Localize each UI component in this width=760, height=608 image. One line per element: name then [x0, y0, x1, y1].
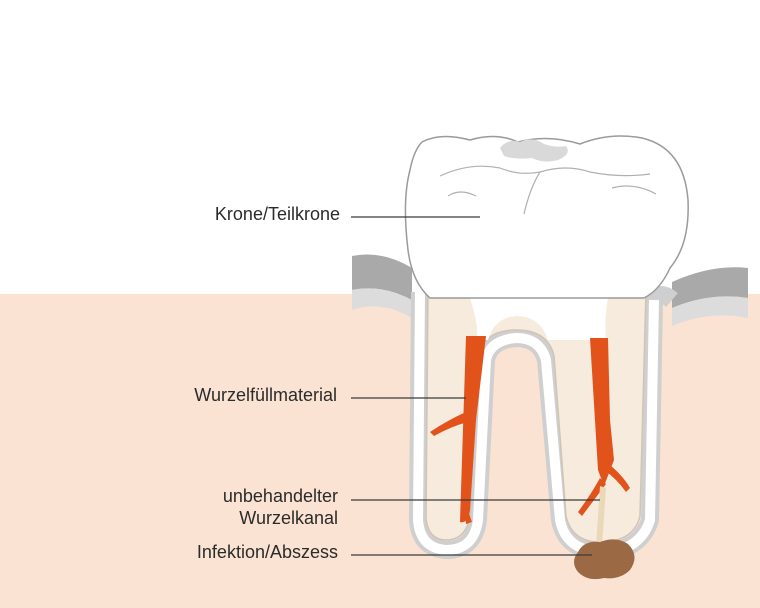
- abscess: [574, 539, 635, 580]
- crown: [404, 135, 689, 299]
- label-untreated-line1: unbehandelter: [222, 486, 338, 506]
- crown-detail-2: [523, 171, 541, 215]
- label-untreated-line2: Wurzelkanal: [239, 508, 338, 528]
- root-filling-left-tip: [464, 500, 472, 524]
- gum-cap-right-light: [672, 296, 748, 326]
- root-filling-left-branch: [430, 412, 468, 436]
- label-root-filling: Wurzelfüllmaterial: [194, 385, 337, 405]
- label-untreated-canal: unbehandelter Wurzelkanal: [223, 485, 338, 529]
- crown-occlusal-gray: [500, 139, 568, 162]
- gum-cap-right: [672, 267, 748, 308]
- gum-cap-left-light: [352, 288, 412, 318]
- label-crown: Krone/Teilkrone: [214, 204, 340, 224]
- gum-cap-left: [352, 254, 412, 300]
- label-infection: Infektion/Abszess: [196, 542, 338, 562]
- root-filling-right-branch2: [578, 478, 606, 516]
- root-filling-left: [460, 336, 486, 523]
- untreated-canal: [596, 486, 606, 546]
- root-filling-right: [590, 338, 614, 486]
- pulp-chamber: [470, 298, 608, 340]
- crown-detail-3: [447, 191, 477, 197]
- root-filling-right-branch: [604, 462, 630, 492]
- crown-detail-4: [611, 185, 657, 195]
